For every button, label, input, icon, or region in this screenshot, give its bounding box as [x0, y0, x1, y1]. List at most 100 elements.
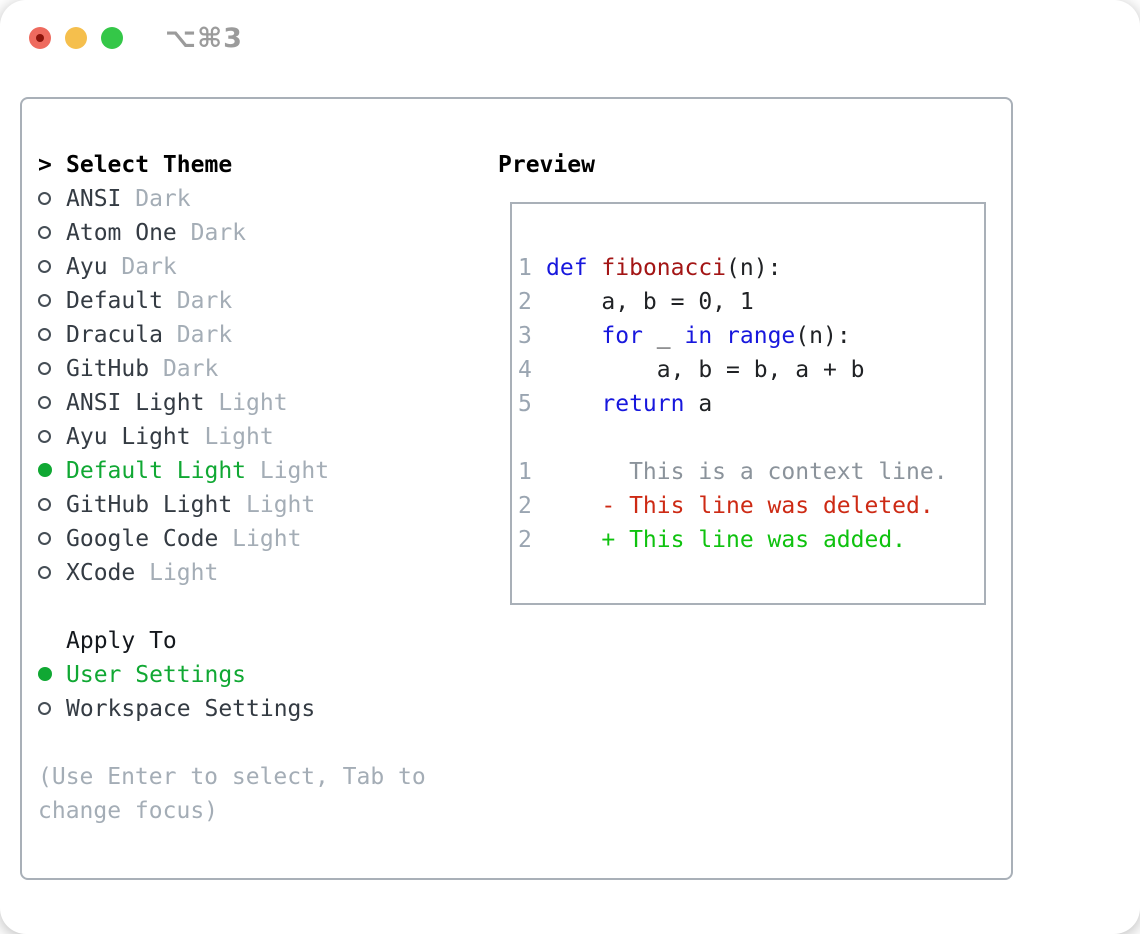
code-segment: (n): [795, 323, 851, 349]
code-line: 4 a, b = b, a + b [518, 353, 984, 387]
line-number: 1 [518, 255, 532, 281]
theme-list-title: Select Theme [66, 152, 233, 178]
theme-option[interactable]: GitHub Dark [38, 352, 466, 386]
radio-cell [38, 318, 66, 352]
minimize-button[interactable] [65, 27, 87, 49]
radio-icon [38, 260, 51, 273]
apply-to-title: Apply To [66, 628, 177, 654]
theme-option[interactable]: Default Light Light [38, 454, 466, 488]
radio-cell [38, 454, 66, 488]
theme-option-label: Google Code [66, 526, 219, 552]
theme-option[interactable]: Ayu Light Light [38, 420, 466, 454]
theme-variant-badge: Light [190, 424, 274, 450]
theme-option[interactable]: XCode Light [38, 556, 466, 590]
theme-option-label: GitHub Light [66, 492, 233, 518]
theme-variant-badge: Dark [107, 254, 177, 280]
blank-line [518, 421, 984, 455]
theme-option[interactable]: Atom One Dark [38, 216, 466, 250]
theme-option-label: Atom One [66, 220, 177, 246]
line-number: 3 [518, 323, 532, 349]
radio-selected-icon [38, 463, 52, 477]
code-line: 5 return a [518, 387, 984, 421]
radio-cell [38, 216, 66, 250]
radio-icon [38, 532, 51, 545]
radio-cell [38, 692, 66, 726]
theme-option[interactable]: Default Dark [38, 284, 466, 318]
radio-selected-icon [38, 667, 52, 681]
theme-option[interactable]: Ayu Dark [38, 250, 466, 284]
code-line: 3 for _ in range(n): [518, 319, 984, 353]
theme-option-label: Dracula [66, 322, 163, 348]
radio-cell [38, 420, 66, 454]
radio-icon [38, 192, 51, 205]
theme-option-label: ANSI [66, 186, 122, 212]
line-number: 4 [518, 357, 532, 383]
theme-option-label: Default Light [66, 458, 247, 484]
theme-option[interactable]: Google Code Light [38, 522, 466, 556]
code-segment: fibonacci [601, 255, 727, 281]
code-segment [712, 323, 726, 349]
apply-option-label: Workspace Settings [66, 696, 316, 722]
code-segment [546, 323, 601, 349]
radio-icon [38, 566, 51, 579]
theme-option[interactable]: GitHub Light Light [38, 488, 466, 522]
code-segment: - This line was deleted. [546, 493, 934, 519]
code-segment: for [601, 323, 643, 349]
apply-option-label: User Settings [66, 662, 247, 688]
code-segment: a, b = 0, 1 [546, 289, 754, 315]
radio-icon [38, 702, 51, 715]
radio-icon [38, 362, 51, 375]
theme-option-label: GitHub [66, 356, 150, 382]
apply-to-header: Apply To [38, 624, 466, 658]
radio-cell [38, 488, 66, 522]
theme-option-label: Ayu Light [66, 424, 191, 450]
diff-line: 1 This is a context line. [518, 455, 984, 489]
zoom-button[interactable] [101, 27, 123, 49]
theme-option-label: ANSI Light [66, 390, 205, 416]
radio-icon [38, 328, 51, 341]
code-line: 2 a, b = 0, 1 [518, 285, 984, 319]
code-segment [588, 255, 602, 281]
close-button[interactable] [29, 27, 51, 49]
radio-icon [38, 226, 51, 239]
theme-variant-badge: Light [218, 526, 302, 552]
radio-cell [38, 658, 66, 692]
code-segment: a [684, 391, 713, 417]
theme-variant-badge: Light [204, 390, 288, 416]
code-segment: def [546, 255, 588, 281]
radio-cell [38, 250, 66, 284]
theme-variant-badge: Dark [176, 220, 247, 246]
theme-option[interactable]: Dracula Dark [38, 318, 466, 352]
radio-icon [38, 396, 51, 409]
theme-option[interactable]: ANSI Light Light [38, 386, 466, 420]
apply-option[interactable]: Workspace Settings [38, 692, 466, 726]
theme-option[interactable]: ANSI Dark [38, 182, 466, 216]
code-segment: + This line was added. [546, 527, 907, 553]
theme-variant-badge: Light [232, 492, 316, 518]
theme-variant-badge: Light [246, 458, 330, 484]
preview-title: Preview [498, 152, 595, 178]
help-text: (Use Enter to select, Tab to change focu… [38, 764, 426, 824]
spacer [38, 726, 466, 760]
radio-cell [38, 556, 66, 590]
line-number: 2 [518, 527, 532, 553]
line-number: 2 [518, 493, 532, 519]
diff-line: 2 - This line was deleted. [518, 489, 984, 523]
line-number: 5 [518, 391, 532, 417]
radio-cell [38, 522, 66, 556]
diff-preview: 1 This is a context line.2 - This line w… [518, 455, 984, 557]
theme-list-header: > Select Theme [38, 148, 466, 182]
theme-variant-badge: Light [135, 560, 219, 586]
theme-variant-badge: Dark [121, 186, 191, 212]
code-segment: a, b = b, a + b [546, 357, 865, 383]
code-segment: This is a context line. [546, 459, 948, 485]
line-number: 1 [518, 459, 532, 485]
apply-option[interactable]: User Settings [38, 658, 466, 692]
prompt-caret-icon: > [38, 152, 52, 178]
